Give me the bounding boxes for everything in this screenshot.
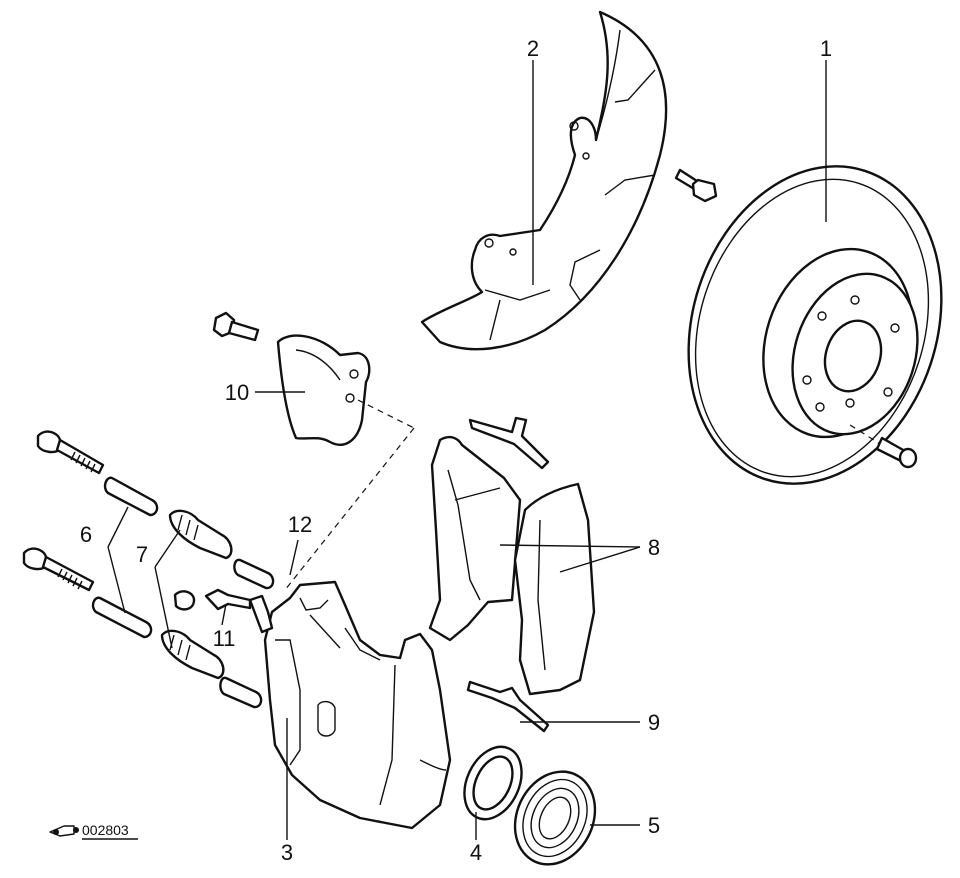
brake-disc [687,165,943,485]
guide-bolt-upper [36,430,105,475]
callout-4: 4 [470,840,482,865]
callout-7: 7 [136,542,148,567]
pad-spring-top [468,416,550,470]
bleed-clip [248,594,274,634]
callout-11: 11 [213,626,236,651]
shield-bolt [674,168,718,203]
bushing-lower [219,676,263,709]
guide-sleeve-lower [91,596,153,639]
disc-screw [849,424,918,469]
guide-bolt-lower [22,547,95,592]
bleed-screw [173,588,252,611]
piston-seal [463,745,523,821]
guide-line [357,399,415,429]
guide-plate [276,334,371,446]
leader-lines [107,60,827,840]
callout-9: 9 [648,710,660,735]
dust-boot-lower [160,629,225,680]
callout-5: 5 [648,813,660,838]
brake-pad-outer [513,482,596,696]
figure-code-text: 002803 [82,822,129,838]
guide-line [284,427,415,591]
caliper [263,580,452,830]
callout-2: 2 [527,36,539,61]
figure-code: 002803 [49,822,138,840]
camera-icon [49,825,79,837]
piston-boot [513,770,597,866]
brake-pad-inner [428,435,522,642]
callout-6: 6 [80,522,92,547]
plate-bolt [212,311,260,342]
guide-sleeve-upper [103,476,159,517]
splash-shield [420,10,668,351]
retaining-spring [466,680,550,733]
callout-3: 3 [281,840,293,865]
dust-boot-upper [168,509,233,560]
callout-12: 12 [288,512,312,537]
callout-8: 8 [648,535,660,560]
callout-10: 10 [225,380,249,405]
callout-1: 1 [820,36,832,61]
bushing-upper [233,558,275,590]
